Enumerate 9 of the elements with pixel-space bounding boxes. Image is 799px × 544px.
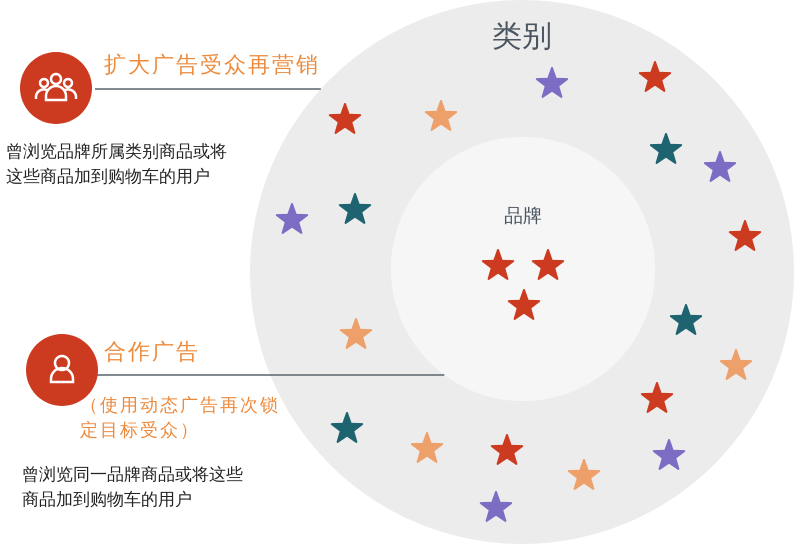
subheading: （使用动态广告再次锁定目标受众） — [80, 394, 281, 443]
category-label: 类别 — [491, 18, 553, 56]
leader-line — [95, 374, 444, 376]
description-text: 曾浏览品牌所属类别商品或将这些商品加到购物车的用户 — [6, 141, 228, 189]
brand-label: 品牌 — [503, 204, 543, 229]
heading: 扩大广告受众再营销 — [104, 52, 320, 80]
heading: 合作广告 — [104, 339, 200, 367]
leader-line — [95, 88, 321, 90]
description-text: 曾浏览同一品牌商品或将这些商品加到购物车的用户 — [22, 464, 244, 512]
